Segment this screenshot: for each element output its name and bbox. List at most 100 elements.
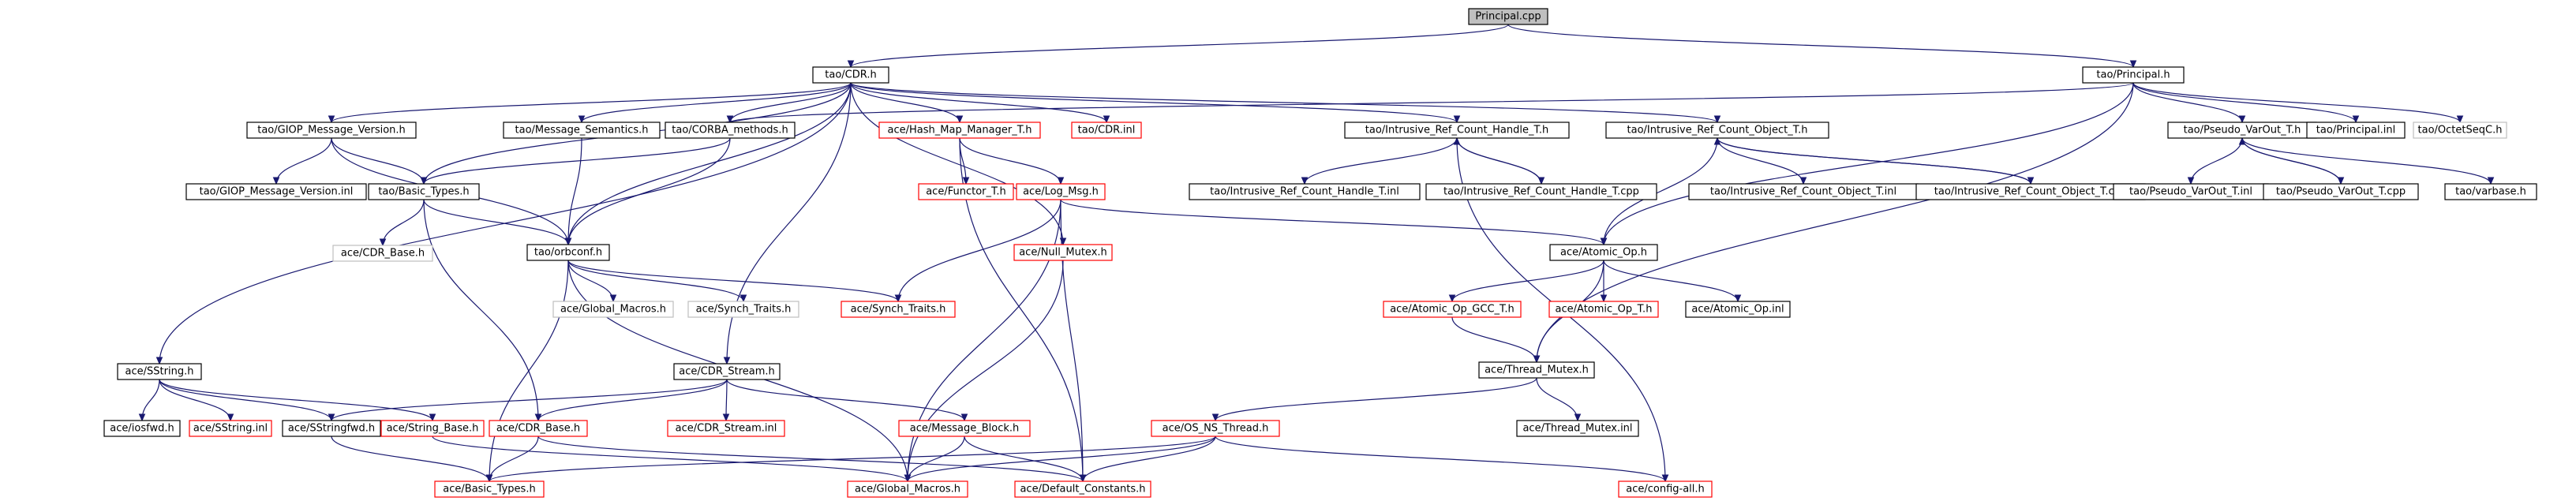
node-log-msg-h[interactable]: ace/Log_Msg.h xyxy=(1016,183,1106,200)
node-os-ns-thread-h[interactable]: ace/OS_NS_Thread.h xyxy=(1151,420,1280,437)
node-box xyxy=(1549,244,1658,261)
edge-thread-mutex-h-to-os-ns-thread-h xyxy=(1215,377,1537,421)
node-label: tao/Intrusive_Ref_Count_Handle_T.inl xyxy=(1210,186,1399,198)
arrowhead-atomic-op-h-to-atomic-op-inl xyxy=(1734,294,1742,303)
node-box xyxy=(878,122,1041,139)
edge-corba-methods-h-to-basic-types-tao xyxy=(423,137,731,185)
node-thread-mutex-h[interactable]: ace/Thread_Mutex.h xyxy=(1478,361,1595,379)
edge-irc-object-h-to-atomic-op-h xyxy=(1603,137,1718,245)
node-pseudo-varout-cpp[interactable]: tao/Pseudo_VarOut_T.cpp xyxy=(2263,183,2419,200)
node-label: tao/CORBA_methods.h xyxy=(672,125,788,136)
node-thread-mutex-inl[interactable]: ace/Thread_Mutex.inl xyxy=(1516,420,1639,437)
node-box xyxy=(2082,66,2185,84)
node-synch-traits-grey[interactable]: ace/Synch_Traits.h xyxy=(687,301,799,318)
node-principal-h[interactable]: tao/Principal.h xyxy=(2082,66,2185,84)
node-label: Principal.cpp xyxy=(1475,11,1541,23)
node-cdr-stream-inl[interactable]: ace/CDR_Stream.inl xyxy=(667,420,785,437)
node-string-base-h[interactable]: ace/String_Base.h xyxy=(380,420,485,437)
node-label: tao/Intrusive_Ref_Count_Handle_T.cpp xyxy=(1443,186,1639,198)
edge-atomic-op-gcc-to-thread-mutex-h xyxy=(1451,316,1537,363)
node-default-constants[interactable]: ace/Default_Constants.h xyxy=(1014,480,1151,498)
edge-principal-h-to-pseudo-varout-h xyxy=(2132,82,2243,123)
node-label: tao/CDR.h xyxy=(825,69,876,81)
node-label: tao/Pseudo_VarOut_T.inl xyxy=(2129,186,2252,198)
node-label: ace/Thread_Mutex.inl xyxy=(1522,423,1632,435)
edge-layer xyxy=(138,24,2495,483)
node-varbase-h[interactable]: tao/varbase.h xyxy=(2444,183,2537,200)
edge-cdr-stream-h-to-sstringfwd-h xyxy=(331,379,728,421)
node-sstringfwd-h[interactable]: ace/SStringfwd.h xyxy=(282,420,381,437)
edge-cdr-stream-h-to-cdr-base-red xyxy=(537,379,728,421)
node-box xyxy=(2413,122,2507,139)
node-corba-methods-h[interactable]: tao/CORBA_methods.h xyxy=(665,122,796,139)
node-principal-cpp[interactable]: Principal.cpp xyxy=(1468,8,1548,25)
node-label: tao/Intrusive_Ref_Count_Object_T.cpp xyxy=(1934,186,2127,198)
node-irc-object-cpp[interactable]: tao/Intrusive_Ref_Count_Object_T.cpp xyxy=(1915,183,2146,200)
node-box xyxy=(526,244,610,261)
node-irc-object-h[interactable]: tao/Intrusive_Ref_Count_Object_T.h xyxy=(1605,122,1829,139)
node-synch-traits-red[interactable]: ace/Synch_Traits.h xyxy=(841,301,956,318)
node-box xyxy=(380,420,485,437)
node-cdr-inl[interactable]: tao/CDR.inl xyxy=(1071,122,1142,139)
node-atomic-op-t[interactable]: ace/Atomic_Op_T.h xyxy=(1548,301,1659,318)
edge-basic-types-tao-to-cdr-base-red xyxy=(423,199,539,421)
node-box xyxy=(1189,183,1421,200)
node-config-all-h[interactable]: ace/config-all.h xyxy=(1618,480,1713,498)
node-pseudo-varout-inl[interactable]: tao/Pseudo_VarOut_T.inl xyxy=(2113,183,2269,200)
node-box xyxy=(1468,8,1548,25)
node-box xyxy=(189,420,272,437)
node-octetseqc-h[interactable]: tao/OctetSeqC.h xyxy=(2413,122,2507,139)
node-iosfwd-h[interactable]: ace/iosfwd.h xyxy=(103,420,181,437)
node-label: tao/GIOP_Message_Version.h xyxy=(257,125,406,136)
node-box xyxy=(1425,183,1657,200)
node-giop-mv-h[interactable]: tao/GIOP_Message_Version.h xyxy=(246,122,417,139)
node-box xyxy=(489,420,588,437)
node-null-mutex-h[interactable]: ace/Null_Mutex.h xyxy=(1013,244,1113,261)
node-ace-cdr-base-grey[interactable]: ace/CDR_Base.h xyxy=(332,245,433,262)
node-functor-t[interactable]: ace/Functor_T.h xyxy=(918,183,1014,200)
node-irc-handle-inl[interactable]: tao/Intrusive_Ref_Count_Handle_T.inl xyxy=(1189,183,1421,200)
node-atomic-op-h[interactable]: ace/Atomic_Op.h xyxy=(1549,244,1658,261)
node-label: ace/Atomic_Op.inl xyxy=(1691,304,1784,316)
node-label: ace/CDR_Stream.h xyxy=(679,366,775,378)
node-atomic-op-gcc[interactable]: ace/Atomic_Op_GCC_T.h xyxy=(1383,301,1522,318)
node-sstring-h[interactable]: ace/SString.h xyxy=(117,363,202,380)
node-atomic-op-inl[interactable]: ace/Atomic_Op.inl xyxy=(1685,301,1791,318)
node-principal-inl[interactable]: tao/Principal.inl xyxy=(2306,122,2406,139)
node-hash-map-h[interactable]: ace/Hash_Map_Manager_T.h xyxy=(878,122,1041,139)
node-giop-mv-inl[interactable]: tao/GIOP_Message_Version.inl xyxy=(185,183,367,200)
node-irc-object-inl[interactable]: tao/Intrusive_Ref_Count_Object_T.inl xyxy=(1688,183,1919,200)
node-label: tao/orbconf.h xyxy=(534,247,602,259)
arrowhead-os-ns-thread-h-to-basic-types-ace xyxy=(485,474,493,483)
node-cdr-h[interactable]: tao/CDR.h xyxy=(812,66,889,84)
edge-pseudo-varout-h-to-varbase-h xyxy=(2241,137,2492,185)
node-box xyxy=(1618,480,1713,498)
node-message-block-h[interactable]: ace/Message_Block.h xyxy=(898,420,1031,437)
node-box xyxy=(673,363,781,380)
edge-message-block-h-to-default-constants xyxy=(964,436,1084,482)
node-irc-handle-h[interactable]: tao/Intrusive_Ref_Count_Handle_T.h xyxy=(1344,122,1570,139)
arrowhead-orbconf-h-to-synch-traits-grey xyxy=(739,294,747,303)
node-global-macros-grey[interactable]: ace/Global_Macros.h xyxy=(552,301,674,318)
node-global-macros-red[interactable]: ace/Global_Macros.h xyxy=(847,480,968,498)
node-box xyxy=(1344,122,1570,139)
node-orbconf-h[interactable]: tao/orbconf.h xyxy=(526,244,610,261)
node-basic-types-ace[interactable]: ace/Basic_Types.h xyxy=(434,480,545,498)
node-box xyxy=(1013,244,1113,261)
node-cdr-base-red[interactable]: ace/CDR_Base.h xyxy=(489,420,588,437)
node-irc-handle-cpp[interactable]: tao/Intrusive_Ref_Count_Handle_T.cpp xyxy=(1425,183,1657,200)
node-cdr-stream-h[interactable]: ace/CDR_Stream.h xyxy=(673,363,781,380)
node-pseudo-varout-h[interactable]: tao/Pseudo_VarOut_T.h xyxy=(2167,122,2317,139)
node-box xyxy=(2444,183,2537,200)
node-msg-sem-h[interactable]: tao/Message_Semantics.h xyxy=(503,122,661,139)
node-label: tao/OctetSeqC.h xyxy=(2418,125,2503,136)
edge-pseudo-varout-cpp-to-pseudo-varout-h xyxy=(2241,137,2342,185)
edge-giop-mv-h-to-giop-mv-inl xyxy=(275,137,332,185)
node-label: ace/OS_NS_Thread.h xyxy=(1163,423,1269,435)
edge-cdr-h-to-giop-mv-h xyxy=(331,82,852,123)
node-sstring-inl[interactable]: ace/SString.inl xyxy=(189,420,272,437)
edge-orbconf-h-to-synch-traits-grey xyxy=(567,260,744,302)
edge-cdr-h-to-orbconf-h xyxy=(567,82,852,245)
node-basic-types-tao[interactable]: tao/Basic_Types.h xyxy=(368,183,480,200)
arrowhead-cdr-h-to-sstring-h xyxy=(155,357,163,365)
